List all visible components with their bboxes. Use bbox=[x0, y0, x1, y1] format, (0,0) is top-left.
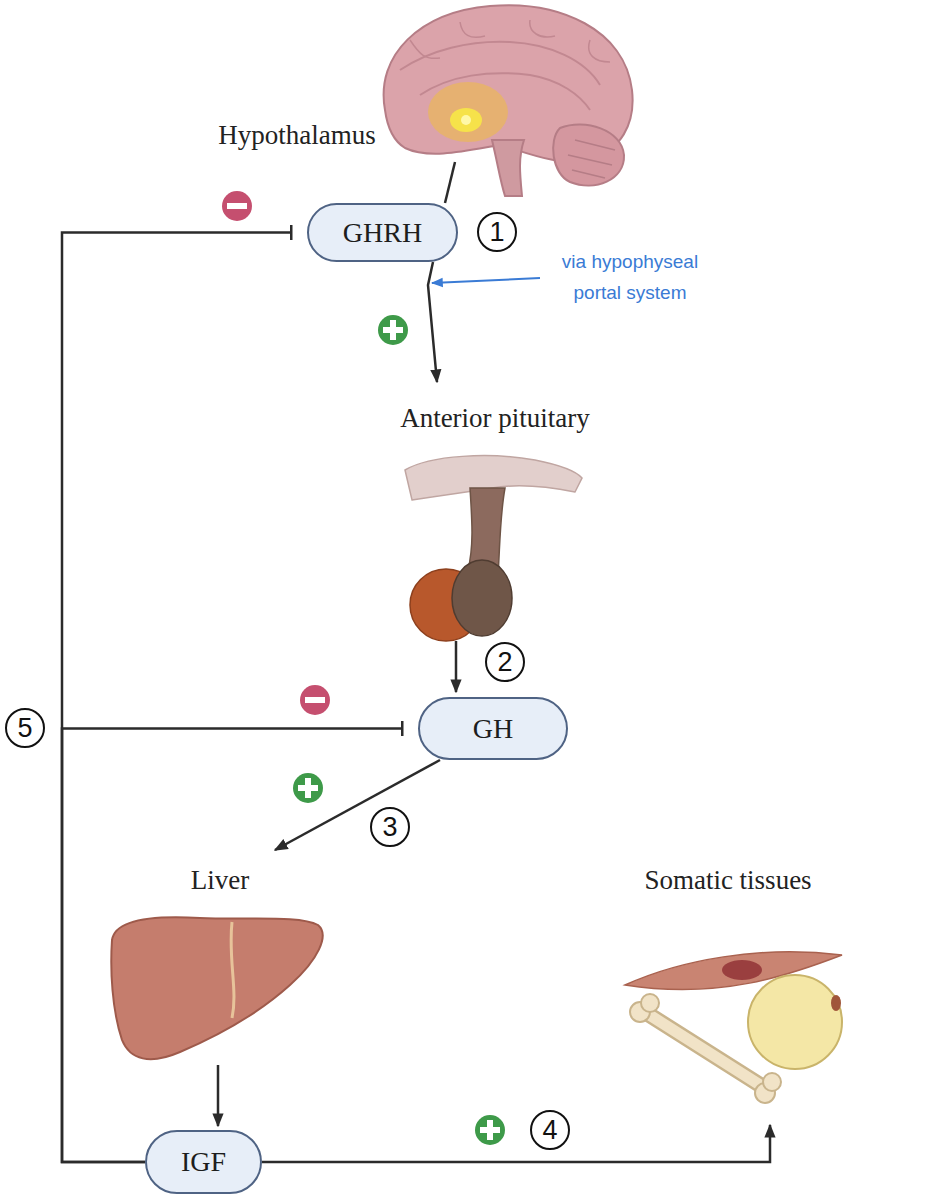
pituitary-organ: Anterior pituitary bbox=[365, 385, 625, 645]
hormone-box: IGF bbox=[145, 1130, 262, 1194]
brain-illustration bbox=[384, 5, 633, 196]
liver-illustration bbox=[111, 917, 322, 1059]
stimulate-sign bbox=[378, 315, 408, 345]
node-label: IGF bbox=[181, 1146, 226, 1178]
callout-number: 4 bbox=[530, 1110, 570, 1150]
somatic-tissues-illustration bbox=[748, 975, 842, 1069]
pituitary-illustration bbox=[452, 560, 512, 636]
stimulation-arrow bbox=[262, 1125, 770, 1162]
stimulation-arrow bbox=[455, 641, 458, 692]
node-label: GHRH bbox=[343, 217, 422, 249]
stimulate-sign bbox=[487, 1120, 493, 1140]
stimulate-sign bbox=[475, 1115, 505, 1145]
brain-illustration bbox=[492, 140, 524, 196]
somatic-tissues-illustration bbox=[722, 960, 762, 980]
liver-illustration bbox=[111, 917, 322, 1059]
inhibit-sign bbox=[222, 191, 252, 221]
liver-illustration bbox=[231, 922, 234, 1018]
stimulation-arrow bbox=[217, 1065, 220, 1126]
stimulation-arrow bbox=[275, 760, 440, 850]
stimulate-sign bbox=[390, 320, 396, 340]
target-tissues: Somatic tissues bbox=[600, 850, 856, 1125]
stimulation-arrow bbox=[428, 262, 437, 382]
brain-illustration bbox=[568, 140, 615, 178]
somatic-tissues-illustration bbox=[763, 1073, 781, 1091]
somatic-tissues-illustration bbox=[648, 1014, 760, 1085]
stimulate-sign bbox=[475, 1115, 505, 1145]
brain-illustration bbox=[553, 124, 624, 185]
somatic-tissues-illustration bbox=[648, 1014, 760, 1085]
hormone-box: GH bbox=[418, 697, 568, 760]
node-label: Anterior pituitary bbox=[365, 403, 625, 433]
brain-illustration bbox=[428, 82, 508, 142]
feedback-inhibition-line bbox=[62, 233, 291, 1163]
node-label: GH bbox=[473, 713, 513, 745]
stimulate-sign bbox=[293, 773, 323, 803]
brain-illustration bbox=[410, 20, 610, 62]
feedback-inhibition-line bbox=[62, 729, 402, 1163]
inhibit-sign bbox=[227, 203, 247, 209]
pituitary-illustration bbox=[405, 456, 582, 641]
leader-arrow bbox=[432, 278, 540, 283]
stimulate-sign bbox=[305, 778, 311, 798]
somatic-tissues-illustration bbox=[641, 994, 659, 1012]
callout-number: 3 bbox=[370, 807, 410, 847]
liver-organ: Liver bbox=[105, 850, 335, 1065]
stimulate-sign bbox=[293, 773, 323, 803]
node-label: Hypothalamus bbox=[177, 120, 417, 150]
callout-number: 1 bbox=[477, 212, 517, 252]
stimulate-sign bbox=[378, 315, 408, 345]
node-label: Liver bbox=[105, 865, 335, 895]
inhibit-sign bbox=[222, 191, 252, 221]
hormone-box: GHRH bbox=[307, 203, 458, 262]
brain-illustration bbox=[450, 108, 482, 132]
node-label: Somatic tissues bbox=[600, 865, 856, 895]
stimulation-arrow bbox=[445, 162, 455, 203]
inhibit-sign bbox=[300, 685, 330, 715]
annotation-note: via hypophyseal portal system bbox=[545, 246, 715, 310]
hypothalamus-organ: Hypothalamus bbox=[180, 0, 635, 162]
inhibit-sign bbox=[305, 697, 325, 703]
somatic-tissues-illustration bbox=[625, 952, 842, 1103]
callout-number: 5 bbox=[5, 708, 45, 748]
inhibit-sign bbox=[300, 685, 330, 715]
callout-number: 2 bbox=[485, 642, 525, 682]
brain-illustration bbox=[461, 115, 471, 125]
somatic-tissues-illustration bbox=[831, 995, 841, 1011]
